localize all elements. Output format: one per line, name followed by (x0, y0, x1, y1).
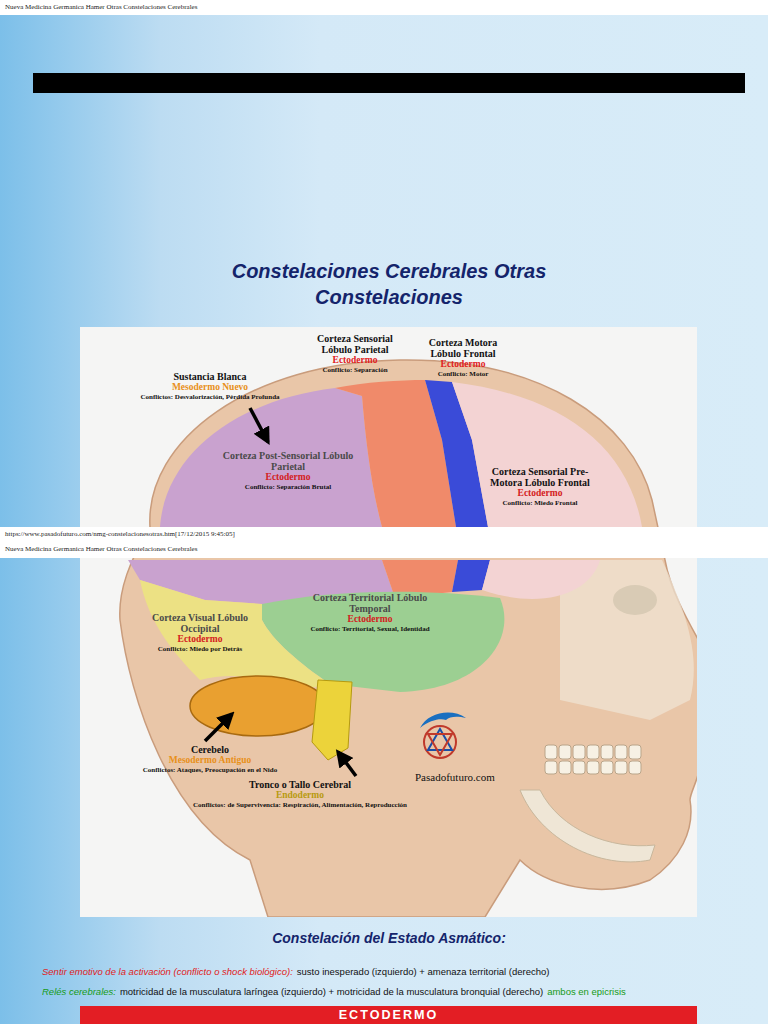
conflict-text: Conflicto: Territorial, Sexual, Identida… (310, 625, 430, 634)
region-label: Corteza Motora Lóbulo FrontalEctodermoCo… (413, 337, 513, 379)
text-line: Sentir emotivo de la activación (conflic… (42, 965, 554, 979)
black-bar (33, 73, 745, 93)
emotion-text: susto inesperado (izquierdo) + amenaza t… (297, 966, 550, 977)
tooth (629, 745, 641, 759)
region-label: Corteza Visual Lóbulo OccipitalEctodermo… (150, 612, 250, 654)
region-name: Corteza Sensorial Lóbulo Parietal (305, 333, 405, 355)
logo-triangle (428, 734, 452, 755)
tooth (573, 745, 585, 759)
germ-layer: Ectodermo (413, 359, 513, 370)
region-name: Cerebelo (110, 744, 310, 755)
tooth (615, 745, 627, 759)
conflict-text: Conflictos: Desvalorización, Pérdida Pro… (110, 393, 310, 402)
conflict-text: Conflictos: Ataques, Preocupación en el … (110, 766, 310, 775)
logo-dolphin (420, 713, 466, 728)
region-label: Tronco o Tallo CerebralEndodermoConflict… (135, 779, 465, 810)
logo (420, 713, 466, 758)
region-name: Corteza Visual Lóbulo Occipital (150, 612, 250, 634)
band-text: ECTODERMO (80, 1006, 697, 1024)
germ-layer: Ectodermo (310, 614, 430, 625)
relay-label: Relés cerebrales: (42, 986, 116, 997)
occipital-region (140, 580, 330, 690)
conflict-text: Conflicto: Miedo por Detrás (150, 645, 250, 654)
region-label: CerebeloMesodermo AntiguoConflictos: Ata… (110, 744, 310, 775)
page-header: Nueva Medicina Germanica Hamer Otras Con… (5, 3, 197, 11)
region-label: Sustancia BlancaMesodermo NuevoConflicto… (110, 371, 310, 402)
leader-arrow (250, 408, 268, 442)
eye-socket (613, 585, 657, 615)
cerebellum (190, 676, 326, 736)
section-heading: Constelación del Estado Asmático: (189, 930, 589, 946)
tooth (559, 745, 571, 759)
germ-layer-band: ECTODERMO (80, 1006, 697, 1024)
phase-text: ambos en epicrisis (547, 986, 626, 997)
region-name: Corteza Sensorial Pre-Motora Lóbulo Fron… (485, 466, 595, 488)
logo-text: Pasadofuturo.com (415, 771, 495, 783)
tooth (629, 761, 641, 774)
page-break-strip (0, 527, 768, 558)
tooth (573, 761, 585, 774)
leader-arrow (338, 752, 356, 776)
germ-layer: Ectodermo (485, 488, 595, 499)
page-footer-url: https://www.pasadofuturo.com/nmg-constel… (5, 530, 235, 538)
germ-layer: Ectodermo (305, 355, 405, 366)
tooth (587, 745, 599, 759)
tooth (601, 761, 613, 774)
region-name: Corteza Territorial Lóbulo Temporal (310, 592, 430, 614)
frontal-region (482, 560, 600, 599)
head-skin (120, 360, 697, 917)
germ-layer: Ectodermo (150, 634, 250, 645)
page-header: Nueva Medicina Germanica Hamer Otras Con… (5, 545, 197, 553)
tooth (545, 761, 557, 774)
region-label: Corteza Sensorial Pre-Motora Lóbulo Fron… (485, 466, 595, 508)
head-illustration (120, 360, 697, 917)
region-name: Sustancia Blanca (110, 371, 310, 382)
tooth (545, 745, 557, 759)
parietal-region (160, 388, 382, 527)
germ-layer: Mesodermo Nuevo (110, 382, 310, 393)
conflict-text: Conflicto: Separación Brutal (218, 483, 358, 492)
region-label: Corteza Sensorial Lóbulo ParietalEctoder… (305, 333, 405, 375)
frontal-region (452, 382, 642, 527)
germ-layer: Endodermo (135, 790, 465, 801)
logo-ring (424, 726, 456, 758)
region-name: Corteza Motora Lóbulo Frontal (413, 337, 513, 359)
tooth (615, 761, 627, 774)
region-label: Corteza Territorial Lóbulo TemporalEctod… (310, 592, 430, 634)
page-title: Constelaciones Cerebrales Otras Constela… (229, 258, 549, 310)
conflict-text: Conflicto: Separación (305, 366, 405, 375)
page-header-strip (0, 0, 768, 15)
tooth (601, 745, 613, 759)
leader-arrow (205, 714, 232, 741)
region-name: Corteza Post-Sensorial Lóbulo Parietal (218, 450, 358, 472)
tooth (559, 761, 571, 774)
conflict-text: Conflictos: de Supervivencia: Respiració… (135, 801, 465, 810)
germ-layer: Mesodermo Antiguo (110, 755, 310, 766)
tooth (587, 761, 599, 774)
germ-layer: Ectodermo (218, 472, 358, 483)
conflict-text: Conflicto: Motor (413, 370, 513, 379)
brainstem (312, 680, 352, 760)
region-label: Corteza Post-Sensorial Lóbulo ParietalEc… (218, 450, 358, 492)
mandible (520, 790, 655, 862)
emotion-label: Sentir emotivo de la activación (conflic… (42, 966, 293, 977)
relay-text: motricidad de la musculatura laríngea (i… (120, 986, 543, 997)
conflict-text: Conflicto: Miedo Frontal (485, 499, 595, 508)
text-line: Relés cerebrales: motricidad de la muscul… (42, 985, 630, 999)
